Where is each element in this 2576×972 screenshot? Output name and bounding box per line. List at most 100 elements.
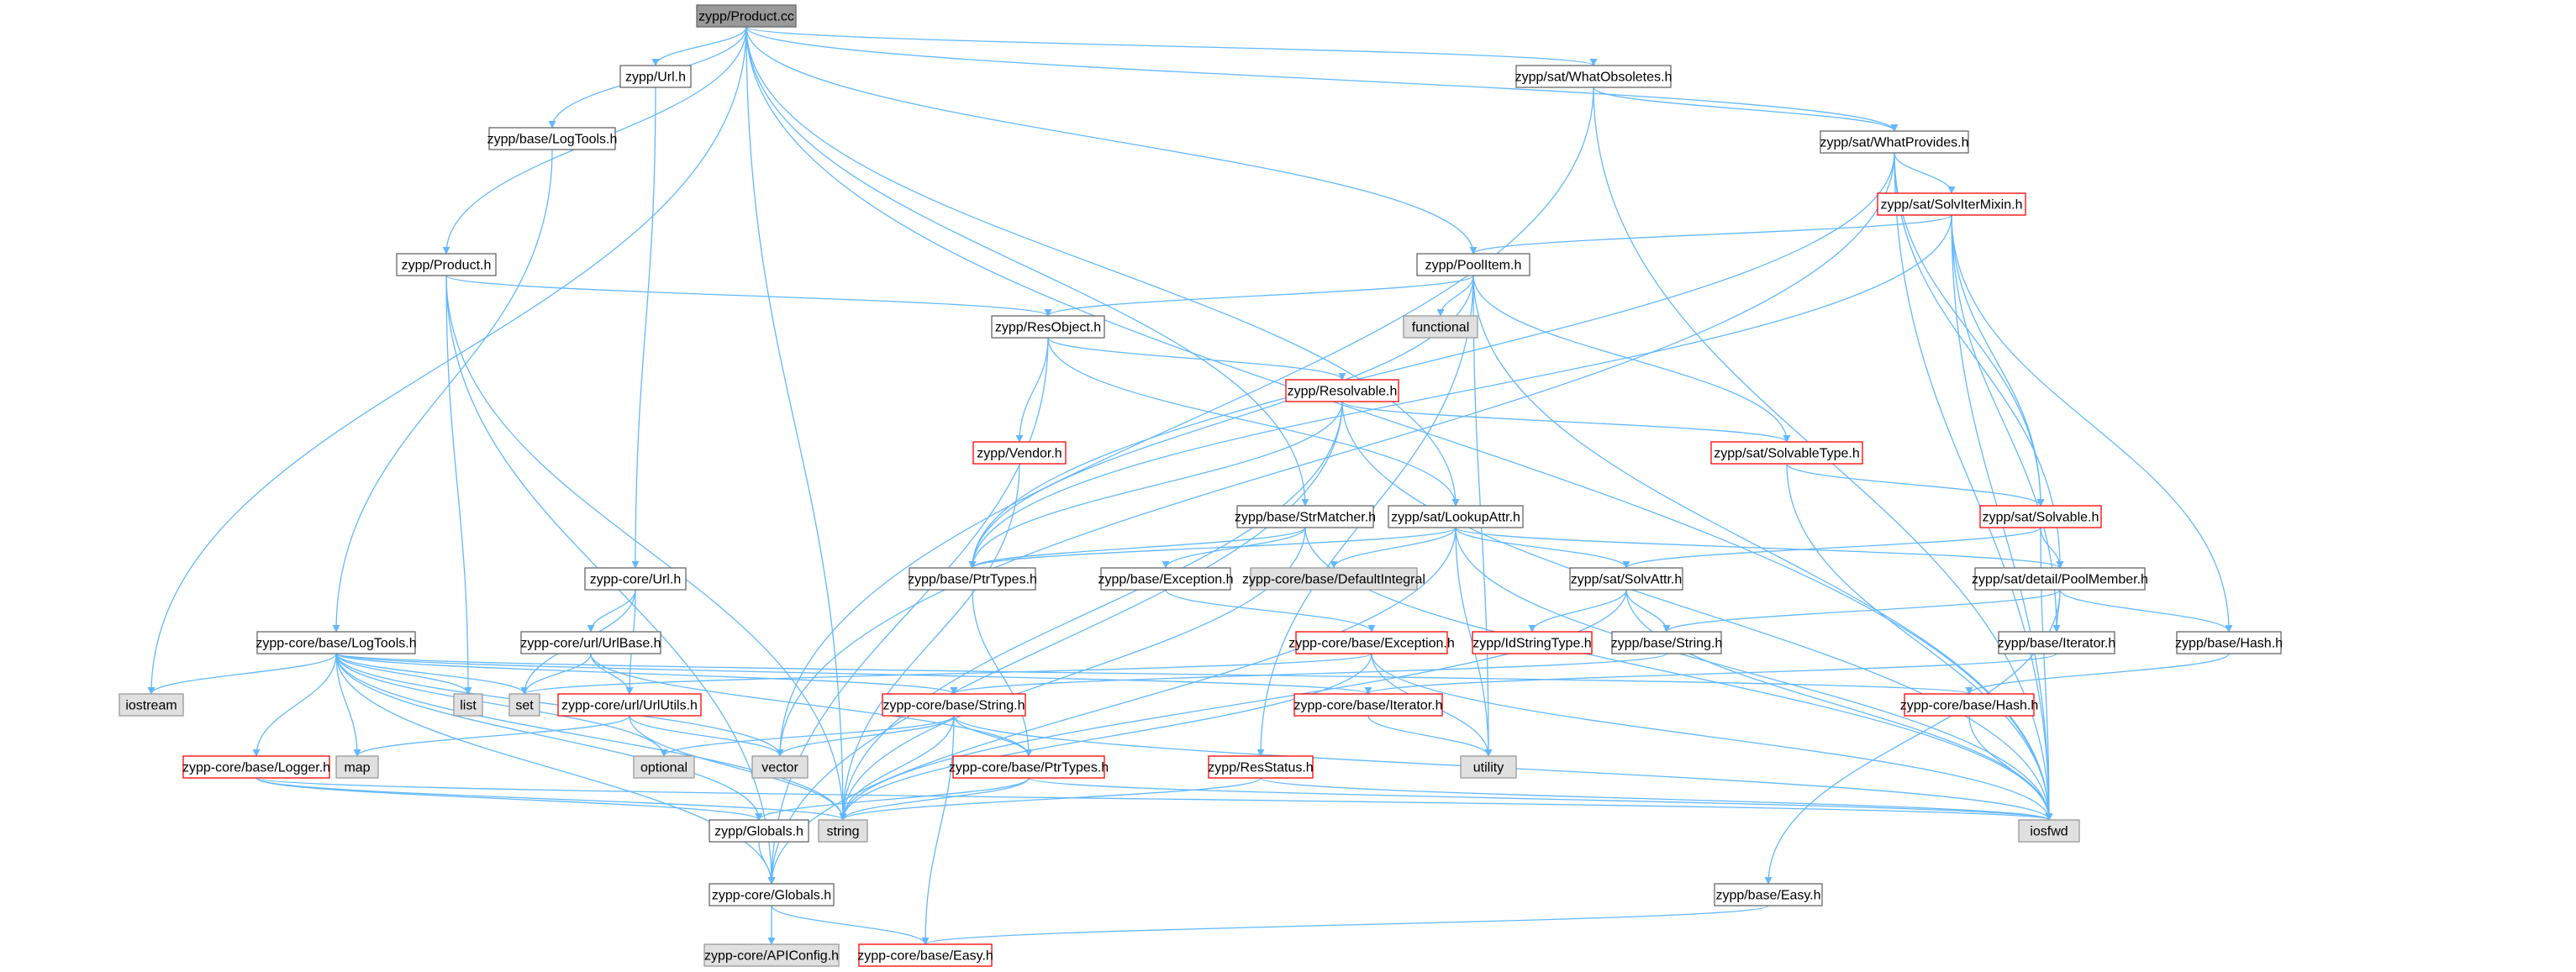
node-functional[interactable]: functional [1403, 315, 1478, 339]
edge-core_logtools-to-list [335, 653, 472, 695]
node-zypp-core-url-urlbase-h[interactable]: zypp-core/url/UrlBase.h [520, 631, 661, 654]
node-box [2018, 819, 2080, 843]
node-box [1250, 567, 1418, 591]
node-zypp-poolitem-h[interactable]: zypp/PoolItem.h [1416, 253, 1530, 276]
node-zypp-base-logtools-h[interactable]: zypp/base/LogTools.h [487, 127, 618, 150]
edge-poolitem-to-functional [1436, 275, 1474, 317]
edge-whatprovides-to-vector [776, 152, 1895, 757]
node-zypp-base-string-h[interactable]: zypp/base/String.h [1611, 631, 1723, 654]
node-label: zypp/sat/SolvAttr.h [1571, 573, 1683, 587]
node-zypp-globals-h[interactable]: zypp/Globals.h [709, 819, 809, 843]
node-zypp-url-h[interactable]: zypp/Url.h [619, 65, 692, 88]
node-vector[interactable]: vector [751, 755, 809, 779]
node-zypp-core-url-h[interactable]: zypp-core/Url.h [584, 567, 687, 591]
node-utility[interactable]: utility [1460, 755, 1517, 779]
edge-base_logtools-to-core_logtools [332, 149, 553, 633]
edge-resobject-to-core_globals [767, 337, 1049, 885]
edge-whatprovides-to-solviter [1894, 152, 1956, 194]
node-iostream[interactable]: iostream [119, 693, 184, 717]
node-zypp-base-easy-h[interactable]: zypp/base/Easy.h [1714, 883, 1823, 906]
node-optional[interactable]: optional [633, 755, 695, 779]
node-zypp-core-apiconfig-h[interactable]: zypp-core/APIConfig.h [703, 943, 840, 967]
node-list[interactable]: list [453, 693, 483, 717]
edge-poolmember-to-base_string [1662, 589, 2061, 633]
node-label: zypp/sat/LookupAttr.h [1391, 511, 1520, 525]
node-zypp-resolvable-h[interactable]: zypp/Resolvable.h [1285, 379, 1399, 402]
edge-core_logtools-to-optional [335, 653, 668, 757]
node-label: vector [761, 761, 798, 775]
node-label: zypp/base/LogTools.h [487, 133, 618, 147]
node-zypp-core-base-ptrtypes-h[interactable]: zypp-core/base/PtrTypes.h [949, 755, 1109, 779]
node-label: zypp/PoolItem.h [1425, 259, 1522, 273]
edge-core_exception-to-iosfwd [1371, 653, 2053, 821]
node-zypp-sat-solvabletype-h[interactable]: zypp/sat/SolvableType.h [1710, 441, 1863, 465]
node-zypp-resstatus-h[interactable]: zypp/ResStatus.h [1208, 755, 1314, 779]
edge-solviter-to-base_hash [1951, 214, 2233, 633]
node-box [751, 755, 809, 779]
node-zypp-core-base-logger-h[interactable]: zypp-core/base/Logger.h [182, 755, 330, 779]
node-zypp-base-ptrtypes-h[interactable]: zypp/base/PtrTypes.h [908, 567, 1037, 591]
node-zypp-core-base-defaultintegral[interactable]: zypp-core/base/DefaultIntegral [1242, 567, 1425, 591]
node-zypp-base-exception-h[interactable]: zypp/base/Exception.h [1098, 567, 1234, 591]
edge-resolvable-to-core_globals [767, 401, 1343, 885]
edge-core_logtools-to-globals_h [335, 653, 763, 821]
node-zypp-base-hash-h[interactable]: zypp/base/Hash.h [2175, 631, 2283, 654]
node-box [619, 65, 692, 88]
edge-poolitem-to-resobject [1044, 275, 1474, 317]
node-box [1974, 567, 2146, 591]
node-zypp-sat-lookupattr-h[interactable]: zypp/sat/LookupAttr.h [1388, 505, 1524, 528]
node-label: zypp-core/base/PtrTypes.h [949, 761, 1109, 775]
edge-core_logtools-to-core_logger [252, 653, 337, 757]
node-zypp-core-globals-h[interactable]: zypp-core/Globals.h [709, 883, 835, 906]
edge-product_cc-to-whatobsoletes [745, 26, 1598, 66]
edge-core_logtools-to-iostream [147, 653, 337, 695]
node-iosfwd[interactable]: iosfwd [2018, 819, 2080, 843]
node-string[interactable]: string [818, 819, 868, 843]
node-zypp-sat-detail-poolmember-h[interactable]: zypp/sat/detail/PoolMember.h [1972, 567, 2148, 591]
node-zypp-sat-whatobsoletes-h[interactable]: zypp/sat/WhatObsoletes.h [1515, 65, 1673, 88]
edge-core_string-to-optional [660, 715, 955, 757]
node-zypp-sat-whatprovides-h[interactable]: zypp/sat/WhatProvides.h [1820, 130, 1969, 154]
node-box [1515, 65, 1672, 88]
node-zypp-product-h[interactable]: zypp/Product.h [396, 253, 497, 276]
node-zypp-product-cc[interactable]: zypp/Product.cc [696, 4, 797, 28]
node-label: string [826, 825, 859, 839]
edge-core_logtools-to-string [335, 653, 847, 821]
edge-resolvable-to-string [839, 401, 1343, 821]
edge-lookupattr-to-poolmember [1455, 527, 2064, 569]
node-zypp-vendor-h[interactable]: zypp/Vendor.h [972, 441, 1067, 465]
node-box [520, 631, 661, 654]
node-zypp-resobject-h[interactable]: zypp/ResObject.h [991, 315, 1105, 339]
node-map[interactable]: map [335, 755, 379, 779]
edge-solvabletype-to-solvable [1786, 463, 2045, 507]
node-zypp-sat-solvable-h[interactable]: zypp/sat/Solvable.h [1979, 505, 2102, 528]
node-box [1403, 315, 1478, 339]
node-zypp-core-base-string-h[interactable]: zypp-core/base/String.h [882, 693, 1026, 717]
node-box [1285, 379, 1399, 402]
node-set[interactable]: set [508, 693, 540, 717]
edge-solviter-to-base_iterator [1951, 214, 2061, 633]
node-zypp-core-base-logtools-h[interactable]: zypp-core/base/LogTools.h [255, 631, 417, 654]
edge-core_iterator-to-utility [1367, 715, 1493, 757]
node-zypp-idstringtype-h[interactable]: zypp/IdStringType.h [1472, 631, 1593, 654]
edge-vendor-to-string [839, 463, 1020, 821]
node-label: zypp/base/Exception.h [1098, 573, 1234, 587]
node-zypp-sat-solvitermixin-h[interactable]: zypp/sat/SolvIterMixin.h [1877, 192, 2026, 216]
node-zypp-base-iterator-h[interactable]: zypp/base/Iterator.h [1998, 631, 2116, 654]
node-zypp-core-base-exception-h[interactable]: zypp-core/base/Exception.h [1288, 631, 1455, 654]
node-zypp-core-base-iterator-h[interactable]: zypp-core/base/Iterator.h [1293, 693, 1443, 717]
edge-product_cc-to-whatprovides [745, 26, 1899, 132]
node-zypp-base-strmatcher-h[interactable]: zypp/base/StrMatcher.h [1235, 505, 1376, 528]
node-zypp-core-url-urlutils-h[interactable]: zypp-core/url/UrlUtils.h [557, 693, 702, 717]
edge-core_logger-to-iosfwd [255, 777, 2052, 821]
edge-core_logtools-to-set [335, 653, 529, 695]
node-zypp-core-base-hash-h[interactable]: zypp-core/base/Hash.h [1900, 693, 2039, 717]
node-box [858, 943, 993, 967]
edge-core_logger-to-globals_h [255, 777, 763, 821]
node-box [1820, 130, 1969, 154]
edge-core_exception-to-set [520, 653, 1372, 695]
node-zypp-sat-solvattr-h[interactable]: zypp/sat/SolvAttr.h [1569, 567, 1683, 591]
node-zypp-core-base-easy-h[interactable]: zypp-core/base/Easy.h [857, 943, 993, 967]
edge-product_cc-to-iostream [147, 26, 747, 695]
node-box [882, 693, 1026, 717]
